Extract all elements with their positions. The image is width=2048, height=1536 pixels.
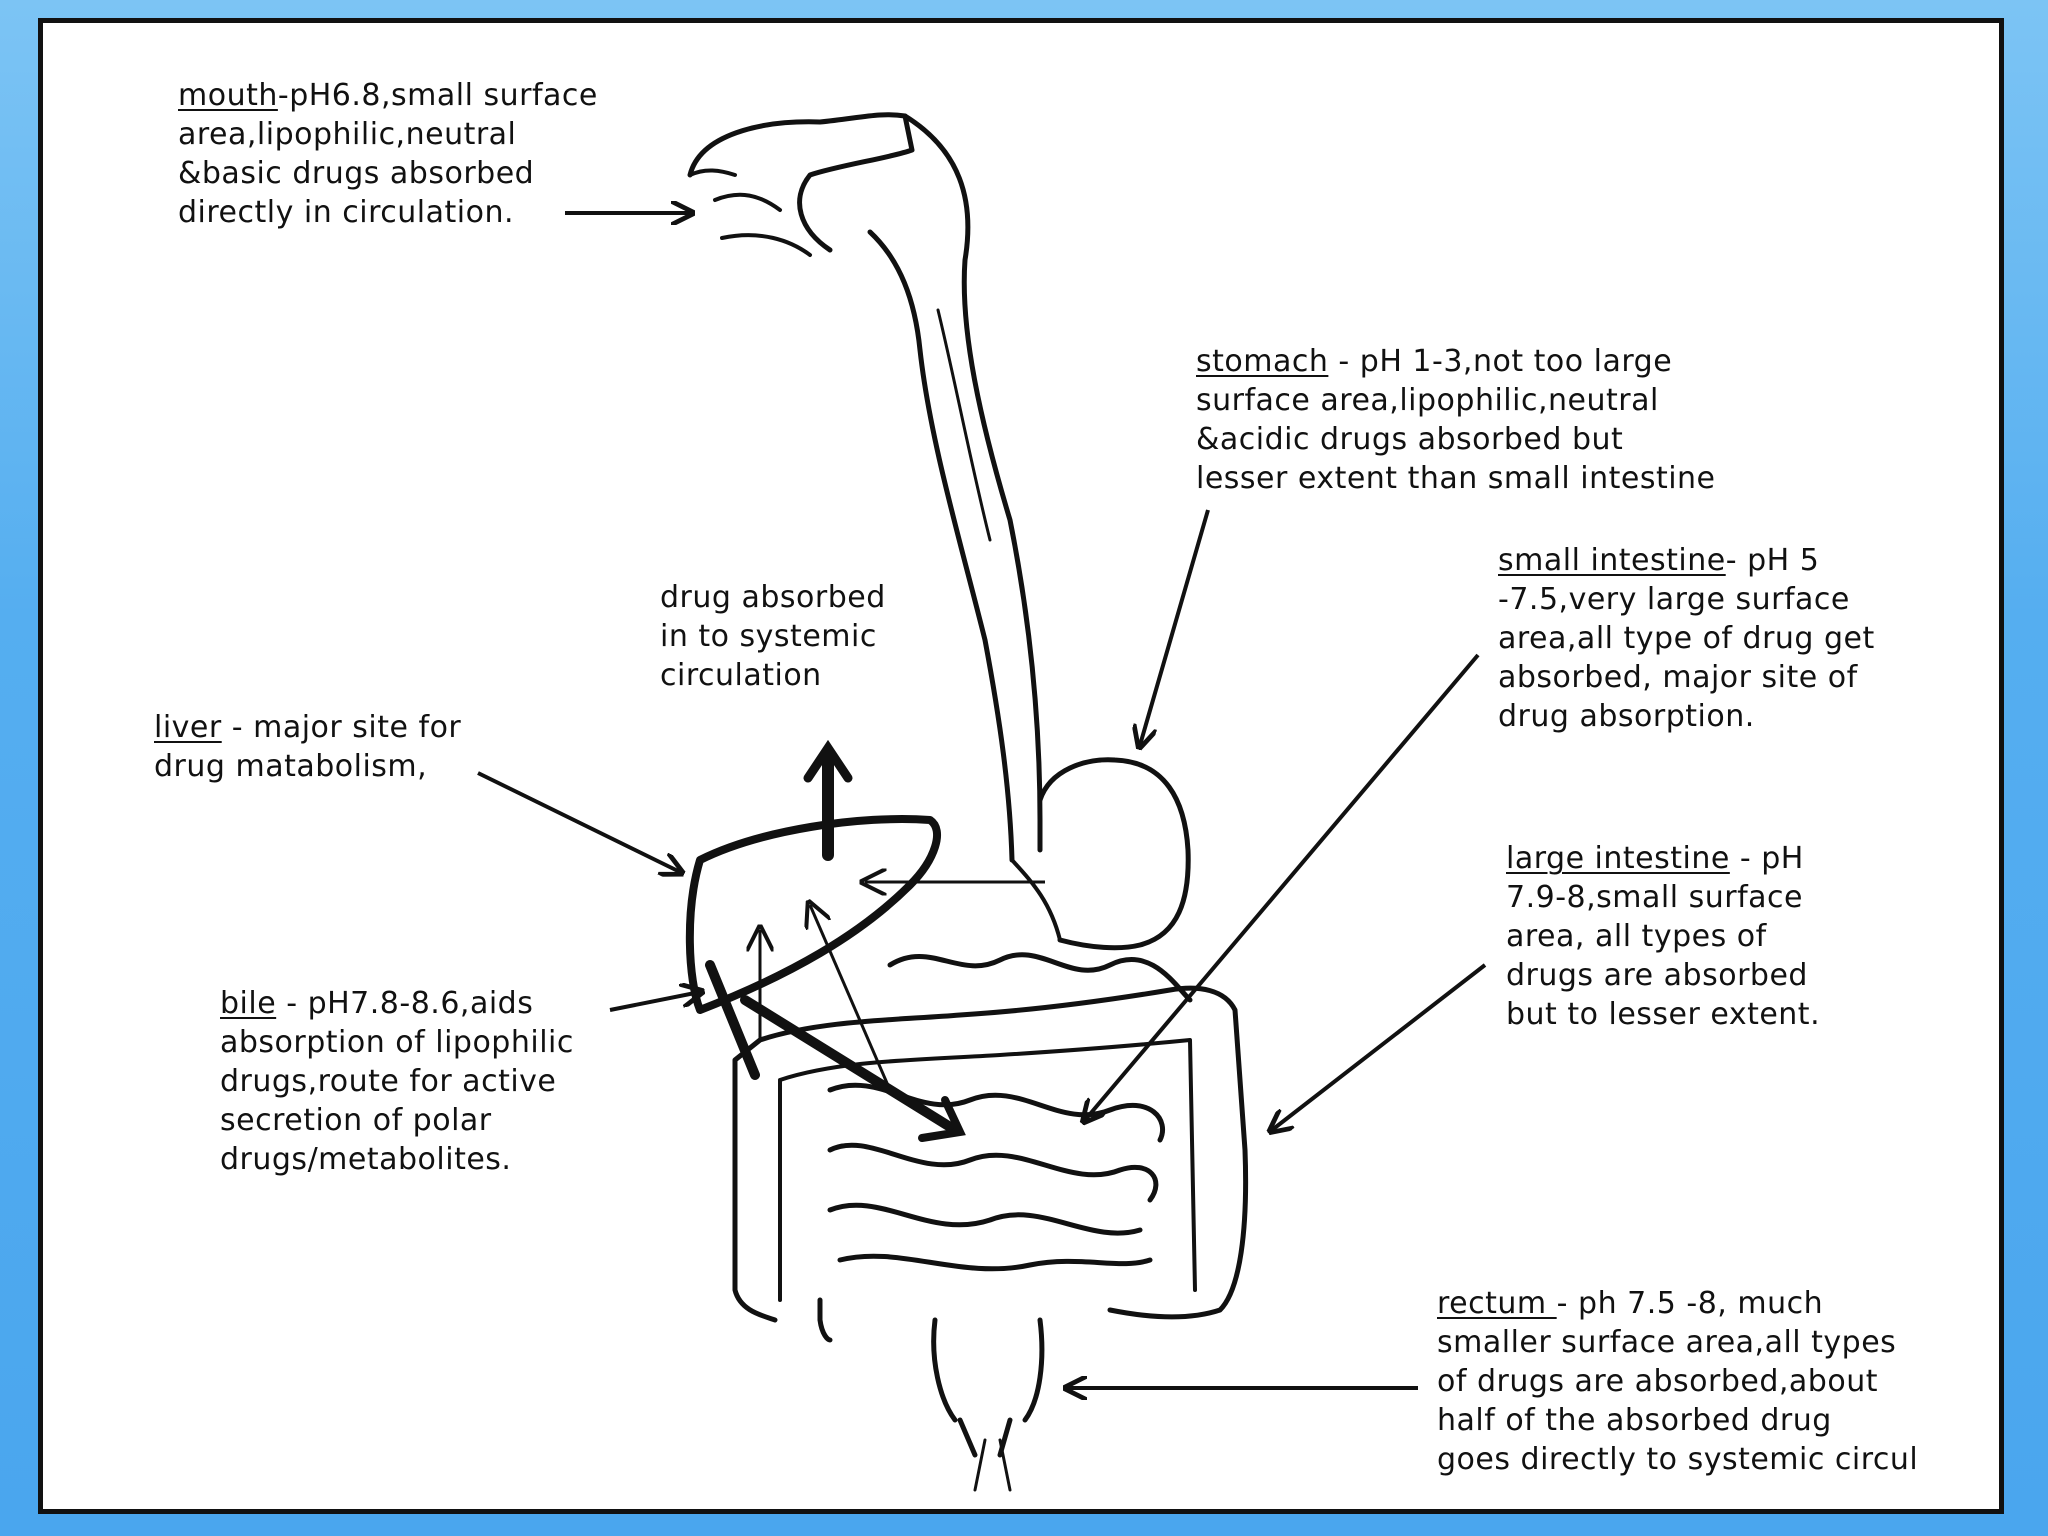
liver-label: liver - major site for drug matabolism, xyxy=(154,708,461,786)
rectum-outline xyxy=(931,1317,1045,1458)
rectum-line-3: half of the absorbed drug xyxy=(1437,1403,1832,1438)
bile-line-1: absorption of lipophilic xyxy=(220,1025,574,1060)
systemic-arrow-head xyxy=(803,739,853,783)
mouth-outline xyxy=(687,112,915,253)
small-intestine-term: small intestine xyxy=(1498,543,1726,578)
small-intestine-label: small intestine- pH 5 -7.5,very large su… xyxy=(1498,541,1875,736)
liver-down-thick xyxy=(705,960,760,1080)
bile-label: bile - pH7.8-8.6,aids absorption of lipo… xyxy=(220,984,574,1179)
mouth-line-3: directly in circulation. xyxy=(178,195,515,230)
systemic-line-1: drug absorbed xyxy=(660,580,886,615)
esophagus-outer xyxy=(902,113,1043,853)
stomach-detail: - pH 1-3,not too large xyxy=(1328,344,1673,379)
rectum-line-1: smaller surface area,all types xyxy=(1437,1325,1897,1360)
small-intestine-line-4: drug absorption. xyxy=(1498,699,1755,734)
large-intestine xyxy=(732,985,1249,1343)
large-intestine-term: large intestine xyxy=(1506,841,1730,876)
small-intestine-coils xyxy=(827,952,1193,1272)
bile-pointer-arrow xyxy=(609,992,700,1012)
mouth-label: mouth-pH6.8,small surface area,lipophili… xyxy=(178,76,598,232)
stomach-pointer-arrow xyxy=(1140,509,1210,745)
tongue-outline xyxy=(720,233,812,257)
mouth-term: mouth xyxy=(178,78,278,113)
large-intestine-label: large intestine - pH 7.9-8,small surface… xyxy=(1506,839,1820,1034)
stomach-inner xyxy=(1010,858,1062,942)
large-intestine-detail: - pH xyxy=(1729,841,1804,876)
mouth-line-1: area,lipophilic,neutral xyxy=(178,117,517,152)
rectum-term: rectum xyxy=(1437,1286,1557,1321)
bile-line-3: secretion of polar xyxy=(220,1103,492,1138)
stomach-label: stomach - pH 1-3,not too large surface a… xyxy=(1196,342,1716,498)
large-intestine-line-4: but to lesser extent. xyxy=(1506,997,1821,1032)
liver-outline xyxy=(685,815,942,1014)
rectum-line-4: goes directly to systemic circul xyxy=(1437,1442,1919,1477)
esophagus-lumen xyxy=(936,308,992,542)
bile-line-4: drugs/metabolites. xyxy=(220,1142,512,1177)
stomach-outline xyxy=(1037,757,1191,951)
bile-to-intestine-arrow xyxy=(740,995,960,1135)
stomach-line-3: lesser extent than small intestine xyxy=(1196,461,1716,496)
liver-pointer-arrow xyxy=(477,771,680,872)
systemic-line-3: circulation xyxy=(660,658,822,693)
bile-term: bile xyxy=(220,986,277,1021)
bile-line-2: drugs,route for active xyxy=(220,1064,557,1099)
mouth-detail: -pH6.8,small surface xyxy=(277,78,598,113)
rectum-line-2: of drugs are absorbed,about xyxy=(1437,1364,1878,1399)
stomach-line-2: &acidic drugs absorbed but xyxy=(1196,422,1624,457)
mouth-line-2: &basic drugs absorbed xyxy=(178,156,535,191)
palate-outline xyxy=(688,168,782,212)
stomach-line-1: surface area,lipophilic,neutral xyxy=(1196,383,1659,418)
bile-detail: - pH7.8-8.6,aids xyxy=(276,986,534,1021)
rectum-detail: - ph 7.5 -8, much xyxy=(1556,1286,1824,1321)
anus-lines xyxy=(973,1438,1012,1492)
liver-detail: - major site for xyxy=(221,710,462,745)
esophagus-inner xyxy=(867,229,1015,863)
systemic-circulation-label: drug absorbed in to systemic circulation xyxy=(660,578,886,695)
small-intestine-line-2: area,all type of drug get xyxy=(1498,621,1875,656)
large-intestine-pointer-arrow xyxy=(1272,963,1487,1130)
liver-term: liver xyxy=(154,710,222,745)
small-intestine-detail: - pH 5 xyxy=(1725,543,1820,578)
small-intestine-line-1: -7.5,very large surface xyxy=(1498,582,1850,617)
systemic-line-2: in to systemic xyxy=(660,619,877,654)
liver-upward-arrow-2 xyxy=(810,905,892,1091)
small-intestine-pointer-arrow xyxy=(1085,653,1480,1120)
small-intestine-line-3: absorbed, major site of xyxy=(1498,660,1858,695)
liver-line-1: drug matabolism, xyxy=(154,749,428,784)
large-intestine-line-1: 7.9-8,small surface xyxy=(1506,880,1803,915)
large-intestine-line-2: area, all types of xyxy=(1506,919,1767,954)
bile-arrow-head xyxy=(918,1096,966,1142)
rectum-label: rectum - ph 7.5 -8, much smaller surface… xyxy=(1437,1284,1918,1479)
large-intestine-line-3: drugs are absorbed xyxy=(1506,958,1808,993)
stomach-term: stomach xyxy=(1196,344,1329,379)
